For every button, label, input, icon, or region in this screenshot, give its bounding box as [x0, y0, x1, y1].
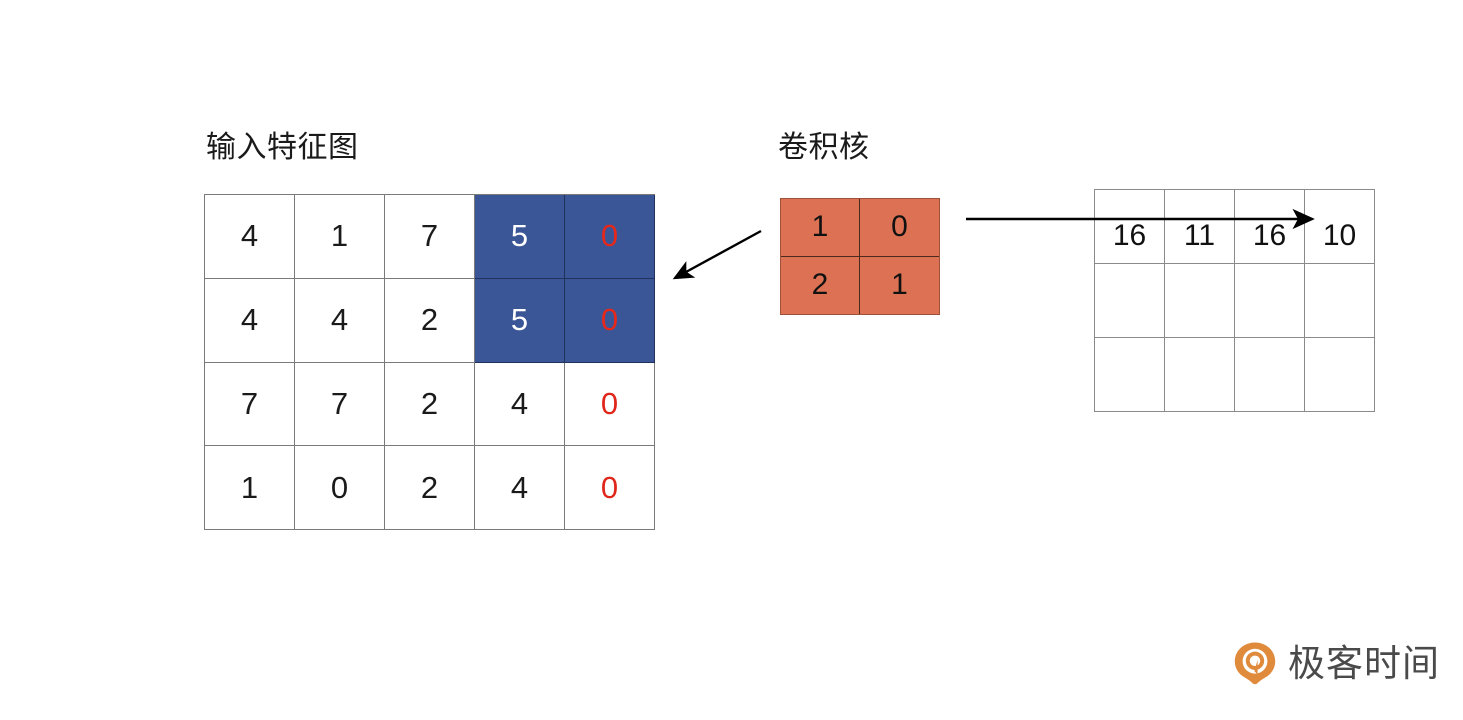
output-cell — [1165, 264, 1235, 338]
input-cell: 1 — [295, 195, 385, 279]
input-cell-zero-pad: 0 — [565, 362, 655, 447]
kernel-cell: 2 — [781, 256, 860, 314]
output-cell — [1235, 338, 1305, 412]
kernel-cell: 1 — [860, 256, 939, 314]
input-cell: 1 — [205, 446, 295, 530]
input-cell-highlighted-zero-pad: 0 — [565, 195, 655, 279]
watermark-logo: 极客时间 — [1233, 641, 1440, 685]
output-cell: 16 — [1235, 190, 1305, 264]
input-cell: 2 — [385, 278, 475, 363]
input-cell: 2 — [385, 362, 475, 447]
input-cell-highlighted: 5 — [475, 195, 565, 279]
output-cell — [1095, 338, 1165, 412]
convolution-kernel-grid: 1 0 2 1 — [780, 198, 940, 315]
convolution-kernel-title: 卷积核 — [778, 131, 870, 164]
output-cell — [1095, 264, 1165, 338]
input-cell: 4 — [295, 278, 385, 363]
input-cell: 7 — [295, 362, 385, 447]
input-cell: 4 — [205, 195, 295, 279]
input-cell: 4 — [475, 362, 565, 447]
input-cell-highlighted-zero-pad: 0 — [565, 278, 655, 363]
input-feature-map-title: 输入特征图 — [206, 131, 359, 164]
watermark-brand-text: 极客时间 — [1288, 642, 1440, 684]
input-cell: 4 — [475, 446, 565, 530]
output-cell — [1305, 264, 1375, 338]
input-feature-map-grid: 4 1 7 5 0 4 4 2 5 0 7 7 2 4 0 1 0 2 4 0 — [204, 194, 655, 530]
output-cell — [1235, 264, 1305, 338]
output-cell: 10 — [1305, 190, 1375, 264]
input-cell-highlighted: 5 — [475, 278, 565, 363]
output-cell — [1305, 338, 1375, 412]
kernel-cell: 1 — [781, 199, 860, 257]
input-cell: 7 — [205, 362, 295, 447]
geektime-droplet-icon — [1234, 642, 1276, 685]
output-cell: 16 — [1095, 190, 1165, 264]
input-cell: 7 — [385, 195, 475, 279]
output-cell — [1165, 338, 1235, 412]
output-cell: 11 — [1165, 190, 1235, 264]
input-cell-zero-pad: 0 — [565, 446, 655, 530]
input-cell: 0 — [295, 446, 385, 530]
kernel-cell: 0 — [860, 199, 939, 257]
kernel-to-input-arrow — [672, 229, 762, 280]
output-feature-map-grid: 16 11 16 10 — [1094, 189, 1375, 412]
input-cell: 2 — [385, 446, 475, 530]
input-cell: 4 — [205, 278, 295, 363]
